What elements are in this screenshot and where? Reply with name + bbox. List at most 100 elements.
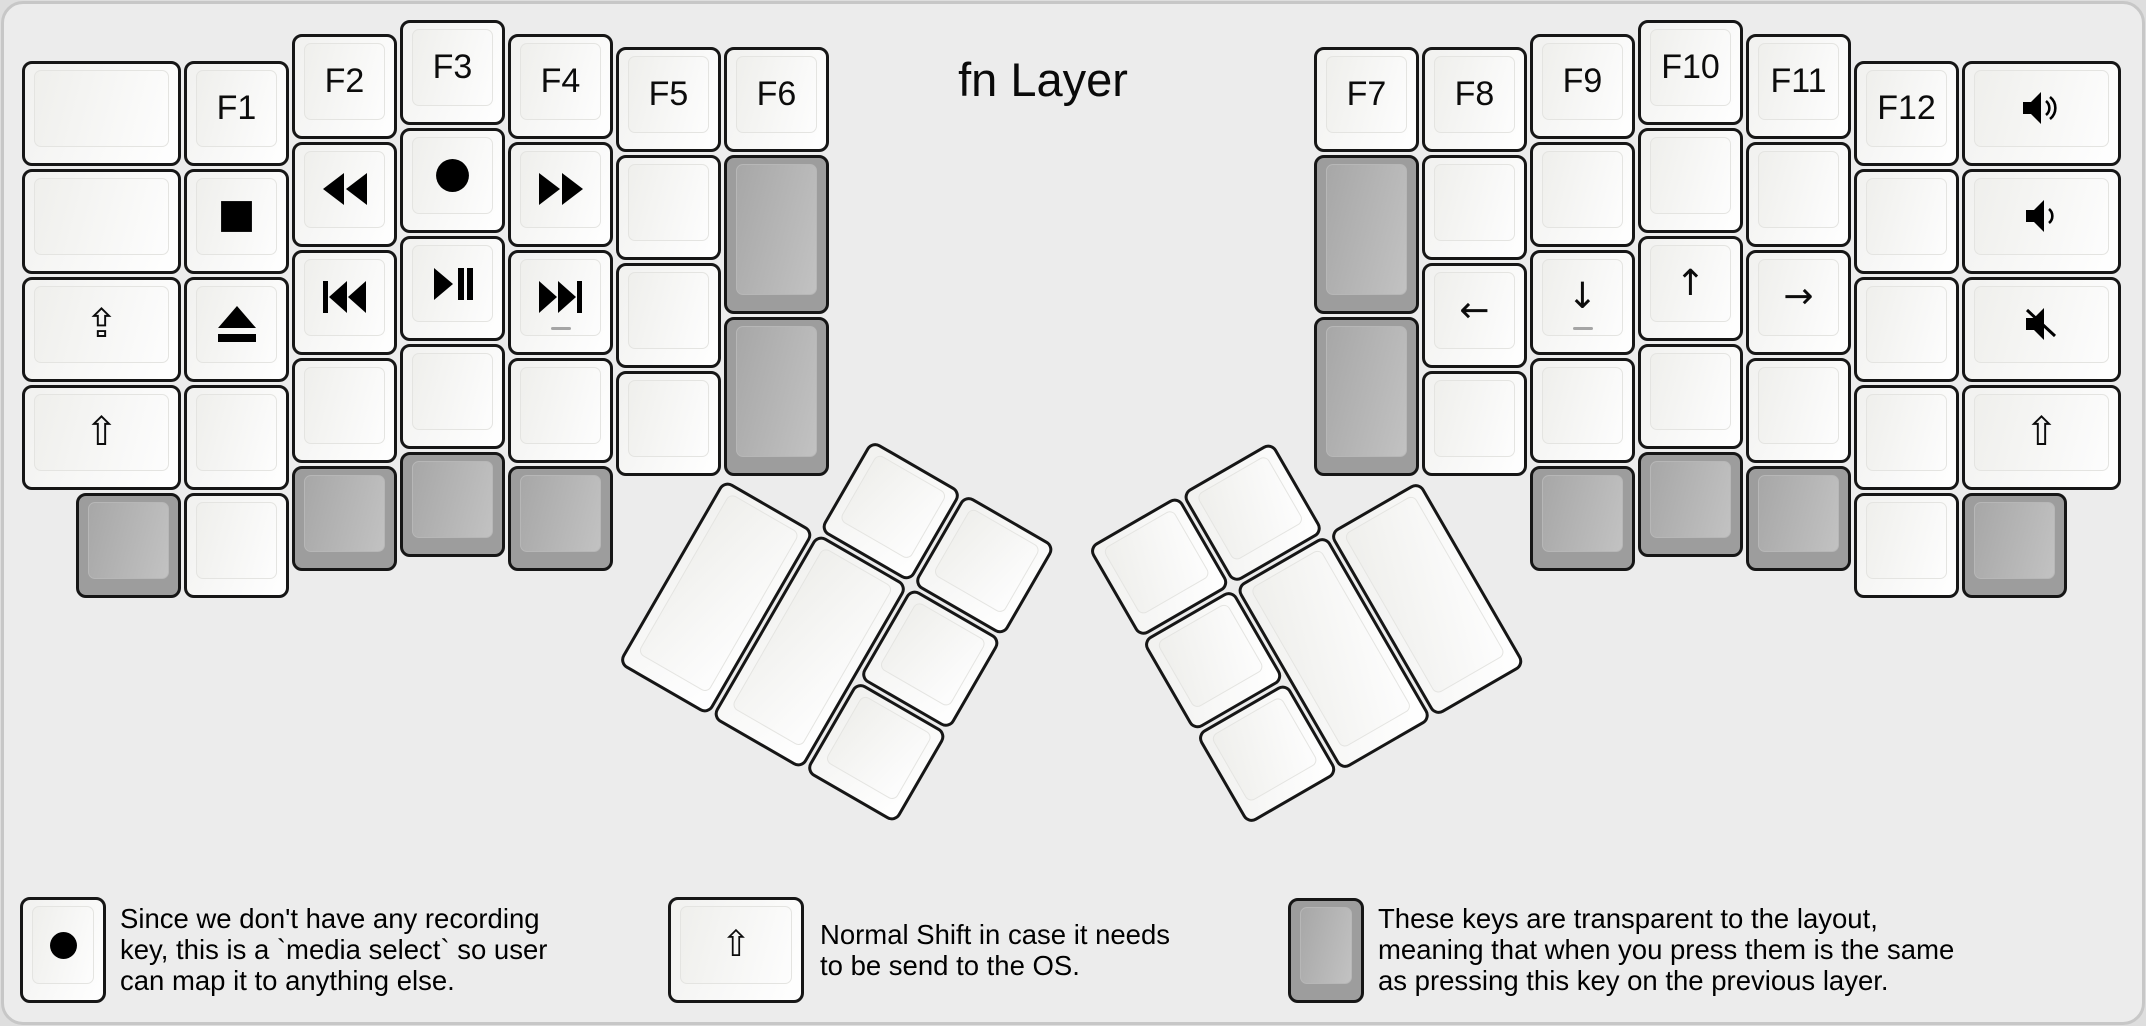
key-f2: F2 <box>292 33 397 139</box>
mute-icon <box>2022 305 2062 343</box>
key-blank <box>1854 384 1959 490</box>
key-blank <box>1746 357 1851 463</box>
key-transparent <box>724 155 829 314</box>
key-transparent <box>76 492 181 598</box>
keycap-surface: ↓ <box>1542 258 1623 336</box>
key-blank <box>1422 155 1527 260</box>
key-f1: F1 <box>184 60 289 166</box>
keycap-surface: ⇧ <box>34 393 169 471</box>
key-f3: F3 <box>400 20 505 125</box>
arrow-left-icon: ← <box>1459 289 1490 331</box>
key-f8: F8 <box>1422 47 1527 152</box>
keycap-surface <box>1974 501 2055 579</box>
key-f7: F7 <box>1314 47 1419 152</box>
keycap-surface <box>34 69 169 147</box>
stop-icon <box>218 198 255 235</box>
shift-icon: ⇧ <box>2024 409 2059 455</box>
legend-line: meaning that when you press them is the … <box>1378 934 1955 965</box>
key-blank <box>1638 344 1743 449</box>
key-blank <box>1746 141 1851 247</box>
key-transparent <box>1314 155 1419 314</box>
key-f5: F5 <box>616 47 721 152</box>
keycap-surface <box>304 474 385 552</box>
key-blank <box>616 155 721 260</box>
key-blank <box>616 263 721 368</box>
keycap-surface: F2 <box>304 42 385 120</box>
keycap-surface <box>1434 380 1515 457</box>
legend-line: to be send to the OS. <box>820 950 1080 981</box>
key-f11: F11 <box>1746 33 1851 139</box>
eject-icon <box>215 305 259 343</box>
key-fast-forward <box>508 141 613 247</box>
key-blank <box>184 384 289 490</box>
key-record <box>400 128 505 233</box>
key-blank <box>616 371 721 476</box>
key-f6: F6 <box>724 47 829 152</box>
key-transparent <box>1530 465 1635 571</box>
keycap-surface: F12 <box>1866 69 1947 147</box>
homing-bar <box>1572 326 1593 330</box>
key-transparent <box>400 452 505 557</box>
key-label: F11 <box>1770 61 1827 100</box>
key-volume-up <box>1962 60 2121 166</box>
key-arrow-down: ↓ <box>1530 249 1635 355</box>
keycap-surface <box>196 177 277 255</box>
key-transparent <box>1746 465 1851 571</box>
key-arrow-right: → <box>1746 249 1851 355</box>
key-label: F9 <box>1562 61 1603 100</box>
key-blank <box>400 344 505 449</box>
key-transparent <box>724 317 829 476</box>
keycap-surface: F11 <box>1758 42 1839 120</box>
key-blank <box>1638 128 1743 233</box>
key-blank <box>1530 357 1635 463</box>
keycap-surface <box>1974 285 2109 363</box>
keycap-surface <box>196 393 277 471</box>
volume-down-icon <box>2022 197 2062 235</box>
keycap-surface <box>1758 366 1839 444</box>
keycap-surface <box>1542 366 1623 444</box>
keycap-surface: ← <box>1434 272 1515 349</box>
prev-track-icon <box>322 280 367 314</box>
key-transparent <box>508 465 613 571</box>
key-eject <box>184 276 289 382</box>
keycap-surface <box>1542 474 1623 552</box>
key-label: F7 <box>1346 75 1387 113</box>
keycap-surface <box>1758 150 1839 228</box>
keycap-surface <box>304 366 385 444</box>
keycap-surface <box>1974 177 2109 255</box>
key-label: F6 <box>756 75 797 113</box>
key-blank <box>292 357 397 463</box>
keycap-surface <box>1866 501 1947 579</box>
keycap-surface <box>412 245 493 322</box>
play-pause-icon <box>432 267 474 301</box>
key-shift: ⇧ <box>22 384 181 490</box>
key-f9: F9 <box>1530 33 1635 139</box>
key-blank <box>22 168 181 274</box>
key-mute <box>1962 276 2121 382</box>
keycap-surface <box>1434 164 1515 241</box>
shift-icon: ⇧ <box>84 409 119 455</box>
key-blank <box>1422 371 1527 476</box>
homing-bar <box>550 326 571 330</box>
key-blank <box>1854 276 1959 382</box>
legend-line: as pressing this key on the previous lay… <box>1378 965 1889 996</box>
key-volume-down <box>1962 168 2121 274</box>
key-caps-lock: ⇪ <box>22 276 181 382</box>
key-f4: F4 <box>508 33 613 139</box>
key-shift: ⇧ <box>1962 384 2121 490</box>
key-play-pause <box>400 236 505 341</box>
keycap-surface <box>1650 137 1731 214</box>
keycap-surface: F5 <box>628 56 709 133</box>
keycap-surface <box>736 164 817 295</box>
legend-line: These keys are transparent to the layout… <box>1378 903 1878 934</box>
keycap-surface <box>304 150 385 228</box>
record-icon <box>434 157 471 194</box>
key-arrow-up: ↑ <box>1638 236 1743 341</box>
key-label: F5 <box>648 75 689 113</box>
keycap-surface <box>412 461 493 538</box>
legend-sample-key-shift: ⇧ <box>668 897 804 1003</box>
keycap-surface <box>1866 285 1947 363</box>
caps-lock-icon: ⇪ <box>84 301 119 347</box>
key-label: F8 <box>1454 75 1495 113</box>
